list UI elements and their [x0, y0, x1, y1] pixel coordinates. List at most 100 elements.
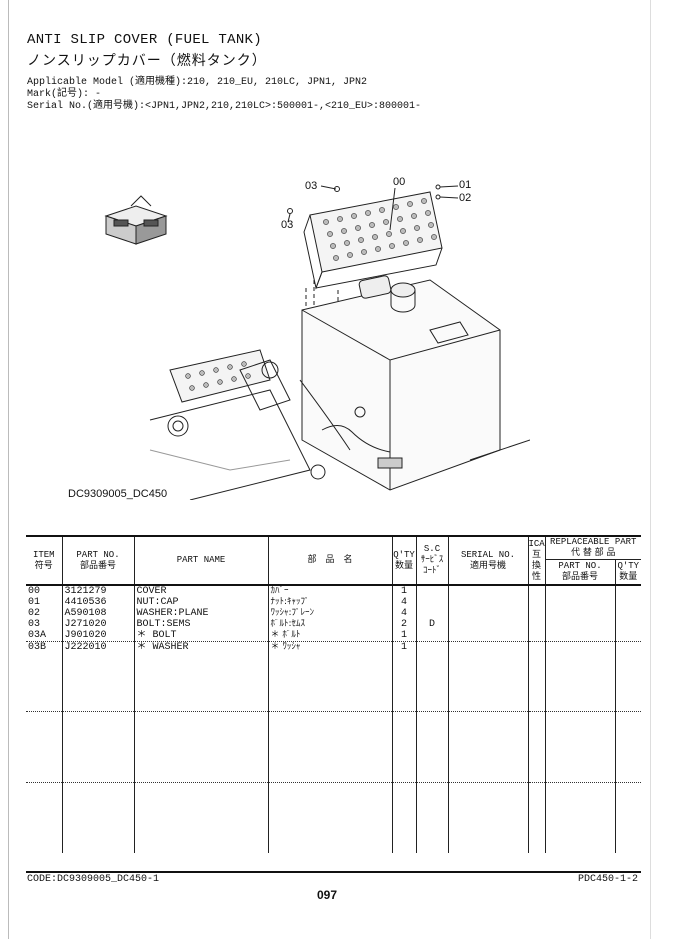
cell-rp-part-no: [544, 630, 616, 642]
header-rp-part-no: PART NO.部品番号: [544, 559, 616, 586]
cell-part-name: BOLT:SEMS: [133, 619, 269, 630]
cell-rp-part-no: [544, 597, 616, 608]
header-part-name: PART NAME: [133, 535, 269, 586]
cell-qty: 1: [391, 641, 417, 653]
cell-part-no: A590108: [61, 608, 135, 619]
cell-rp-qty: [614, 608, 642, 619]
table-row: 02 A590108 WASHER:PLANE ﾜｯｼｬ:ﾌﾟﾚｰﾝ 4: [26, 608, 642, 619]
cell-part-no: J901020: [61, 630, 135, 642]
callout-03-left: 03: [281, 219, 294, 231]
cell-sc: D: [415, 619, 449, 630]
cell-sc: [415, 608, 449, 619]
page-edge-left: [8, 0, 9, 939]
cell-serial: [447, 630, 529, 642]
cell-jp-name: ＊ ﾎﾞﾙﾄ: [267, 630, 393, 642]
cell-rp-part-no: [544, 619, 616, 630]
callout-01: 01: [459, 179, 472, 191]
title-japanese: ノンスリップカバー（燃料タンク）: [27, 53, 267, 69]
cell-sc: [415, 585, 449, 597]
cell-qty: 1: [391, 585, 417, 597]
orientation-icon: [104, 195, 168, 245]
table-row: 00 3121279 COVER ｶﾊﾞｰ 1: [26, 585, 642, 597]
cell-qty: 2: [391, 619, 417, 630]
fuel-tank: [301, 275, 501, 491]
figure-code: DC9309005_DC450: [68, 488, 168, 500]
cell-part-no: J222010: [61, 641, 135, 653]
table-blank-block: [26, 711, 642, 783]
page-edge-right: [650, 0, 651, 939]
cell-ica: [527, 641, 546, 653]
table-row: 03A J901020 ＊ BOLT ＊ ﾎﾞﾙﾄ 1: [26, 630, 642, 642]
cell-serial: [447, 608, 529, 619]
exploded-view-drawing: [104, 184, 530, 500]
cell-item: 00: [26, 585, 63, 597]
cell-qty: 4: [391, 597, 417, 608]
cell-ica: [527, 619, 546, 630]
cell-serial: [447, 597, 529, 608]
serial-range: Serial No.(適用号機):<JPN1,JPN2,210,210LC>:5…: [27, 101, 422, 112]
cell-jp-name: ﾜｯｼｬ:ﾌﾟﾚｰﾝ: [267, 608, 393, 619]
page-number: 097: [317, 888, 338, 902]
footer-code: CODE:DC9309005_DC450-1: [27, 874, 160, 885]
cell-rp-qty: [614, 641, 642, 653]
cell-part-name: COVER: [133, 585, 269, 597]
cell-rp-part-no: [544, 608, 616, 619]
cell-jp-name: ﾅｯﾄ:ｷｬｯﾌﾟ: [267, 597, 393, 608]
applicable-model: Applicable Model (適用機種):210, 210_EU, 210…: [27, 77, 368, 88]
anti-slip-cover-part: [303, 191, 443, 290]
header-part-no: PART NO.部品番号: [61, 535, 135, 586]
cell-item: 03B: [26, 641, 63, 653]
cell-item: 03A: [26, 630, 63, 642]
cell-part-name: ＊ BOLT: [133, 630, 269, 642]
cell-part-name: WASHER:PLANE: [133, 608, 269, 619]
table-row: 01 4410536 NUT:CAP ﾅｯﾄ:ｷｬｯﾌﾟ 4: [26, 597, 642, 608]
cell-rp-qty: [614, 597, 642, 608]
cell-part-name: ＊ WASHER: [133, 641, 269, 653]
cell-ica: [527, 608, 546, 619]
cell-sc: [415, 597, 449, 608]
cell-qty: 1: [391, 630, 417, 642]
cell-serial: [447, 585, 529, 597]
cell-sc: [415, 630, 449, 642]
cell-serial: [447, 619, 529, 630]
header-serial: SERIAL NO.適用号機: [447, 535, 529, 586]
cell-part-no: 4410536: [61, 597, 135, 608]
cell-rp-qty: [614, 585, 642, 597]
title-english: ANTI SLIP COVER (FUEL TANK): [27, 32, 262, 48]
table-bottom-rule: [26, 871, 641, 873]
cell-item: 03: [26, 619, 63, 630]
cell-part-no: 3121279: [61, 585, 135, 597]
table-row: 03 J271020 BOLT:SEMS ﾎﾞﾙﾄ:ｾﾑｽ 2 D: [26, 619, 642, 630]
cell-rp-qty: [614, 630, 642, 642]
cell-rp-part-no: [544, 641, 616, 653]
cell-item: 01: [26, 597, 63, 608]
callout-02: 02: [459, 192, 472, 204]
cell-jp-name: ｶﾊﾞｰ: [267, 585, 393, 597]
callout-03-top: 03: [305, 180, 318, 192]
cell-ica: [527, 630, 546, 642]
mark: Mark(記号): -: [27, 89, 102, 100]
cell-rp-qty: [614, 619, 642, 630]
cell-ica: [527, 585, 546, 597]
cell-qty: 4: [391, 608, 417, 619]
callout-00: 00: [393, 176, 406, 188]
page-id: PDC450-1-2: [578, 874, 639, 885]
cell-ica: [527, 597, 546, 608]
header-jp-name: 部 品 名: [267, 535, 393, 586]
cell-part-no: J271020: [61, 619, 135, 630]
fasteners: [287, 184, 459, 231]
table-row: 03B J222010 ＊ WASHER ＊ ﾜｯｼｬ 1: [26, 641, 642, 653]
cell-item: 02: [26, 608, 63, 619]
cell-jp-name: ﾎﾞﾙﾄ:ｾﾑｽ: [267, 619, 393, 630]
frame-and-step: [149, 349, 530, 500]
cell-serial: [447, 641, 529, 653]
cell-rp-part-no: [544, 585, 616, 597]
table-blank-block: [26, 782, 642, 853]
